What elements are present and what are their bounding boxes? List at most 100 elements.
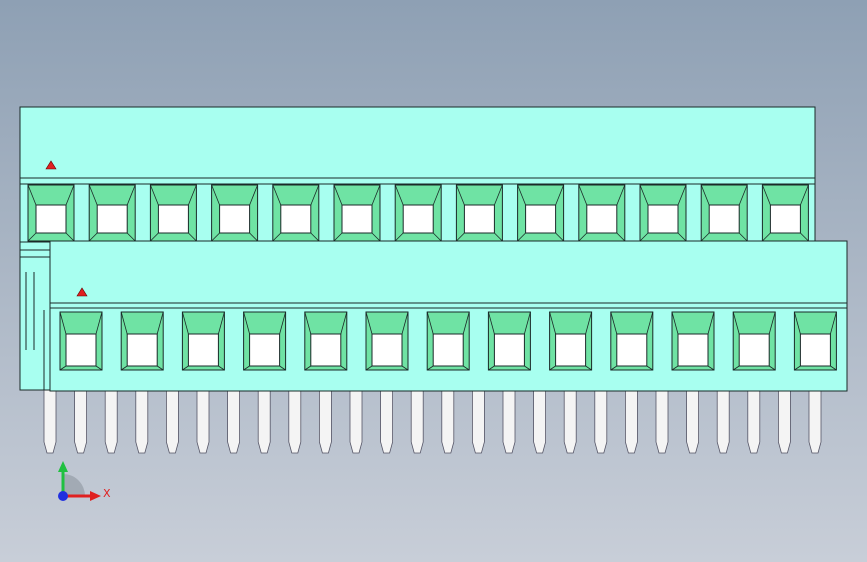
bevel-line — [95, 311, 103, 335]
bevel-line — [517, 232, 526, 242]
terminal-cavity[interactable] — [149, 184, 197, 242]
terminal-cavity[interactable] — [211, 184, 259, 242]
terminal-cavity[interactable] — [27, 184, 75, 242]
pin — [472, 389, 485, 454]
bevel-line — [524, 365, 531, 371]
front-terminal-block — [49, 240, 848, 392]
bevel-line — [65, 184, 75, 206]
bevel-line — [456, 232, 465, 242]
terminal-cavity[interactable] — [610, 311, 654, 371]
terminal-cavity[interactable] — [272, 184, 320, 242]
terminal-cavity[interactable] — [487, 311, 531, 371]
terminal-cavity[interactable] — [304, 311, 348, 371]
bevel-line — [95, 365, 103, 371]
x-axis-label: X — [103, 487, 111, 500]
terminal-cavity[interactable] — [639, 184, 687, 242]
terminal-cavity[interactable] — [181, 311, 225, 371]
terminal-cavity[interactable] — [793, 311, 837, 371]
pin — [594, 389, 608, 454]
pin — [257, 389, 271, 454]
bevel-line — [671, 311, 679, 335]
pin — [104, 389, 118, 454]
bevel-line — [150, 184, 159, 206]
pin — [625, 389, 638, 454]
pin — [533, 389, 546, 454]
bevel-line — [310, 232, 320, 242]
bevel-line — [365, 311, 373, 335]
bevel-line — [639, 232, 649, 242]
terminal-cavity[interactable] — [59, 311, 103, 371]
bevel-line — [524, 311, 531, 335]
cavity-window — [769, 204, 801, 234]
cavity-window — [555, 333, 587, 367]
bevel-line — [732, 311, 740, 335]
bevel-line — [707, 365, 715, 371]
bevel-line — [182, 365, 189, 371]
cavity-window — [463, 204, 495, 234]
bevel-line — [243, 311, 250, 335]
terminal-cavity[interactable] — [365, 311, 409, 371]
terminal-cavity[interactable] — [426, 311, 470, 371]
terminal-cavity[interactable] — [120, 311, 164, 371]
bevel-line — [677, 232, 687, 242]
bevel-line — [494, 232, 503, 242]
bevel-line — [401, 311, 409, 335]
bevel-line — [126, 184, 136, 206]
terminal-cavity[interactable] — [761, 184, 809, 242]
pin — [441, 389, 455, 454]
terminal-cavity[interactable] — [517, 184, 565, 242]
bevel-line — [585, 311, 592, 335]
bevel-line — [610, 311, 618, 335]
cavity-window — [65, 333, 97, 367]
bevel-line — [279, 365, 286, 371]
terminal-cavity[interactable] — [549, 311, 593, 371]
cavity-window — [493, 333, 525, 367]
triad-arc — [63, 474, 85, 496]
bevel-line — [794, 365, 801, 371]
bevel-line — [616, 232, 626, 242]
pin — [716, 389, 730, 454]
terminal-cavity[interactable] — [700, 184, 748, 242]
bevel-line — [249, 232, 258, 242]
terminal-cavity[interactable] — [671, 311, 715, 371]
bevel-line — [830, 365, 837, 371]
cavity-window — [35, 204, 67, 234]
bevel-line — [494, 184, 503, 206]
cavity-window — [402, 204, 434, 234]
x-axis-arrow — [90, 491, 101, 501]
bevel-line — [462, 311, 470, 335]
pin — [563, 389, 577, 454]
cavity-window — [280, 204, 312, 234]
terminal-cavity[interactable] — [455, 184, 503, 242]
pin — [196, 389, 210, 454]
terminal-cavity[interactable] — [732, 311, 776, 371]
cavity-window — [586, 204, 618, 234]
cavity-window — [157, 204, 189, 234]
connector-pins — [43, 389, 822, 454]
bevel-line — [800, 184, 809, 206]
bevel-line — [555, 184, 564, 206]
bevel-line — [340, 365, 348, 371]
pin1-marker — [45, 160, 57, 170]
bevel-line — [549, 311, 556, 335]
terminal-cavity[interactable] — [243, 311, 287, 371]
cavity-window — [310, 333, 342, 367]
bevel-line — [671, 365, 679, 371]
terminal-cavity[interactable] — [394, 184, 442, 242]
terminal-cavity[interactable] — [333, 184, 381, 242]
bevel-line — [616, 184, 626, 206]
terminal-cavity[interactable] — [88, 184, 136, 242]
bevel-line — [700, 184, 710, 206]
bevel-line — [211, 232, 220, 242]
bevel-line — [432, 232, 442, 242]
bevel-line — [272, 232, 282, 242]
bevel-line — [304, 365, 312, 371]
bevel-line — [88, 184, 98, 206]
pin — [655, 389, 669, 454]
pin — [43, 389, 57, 454]
terminal-cavity[interactable] — [578, 184, 626, 242]
bevel-line — [394, 184, 404, 206]
pin — [808, 389, 822, 454]
